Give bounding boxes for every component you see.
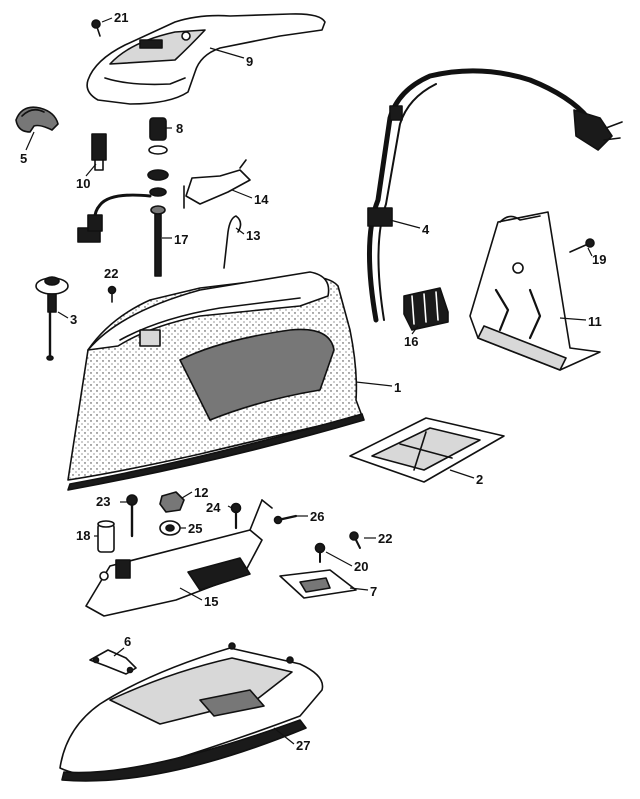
label-7: 7 [370, 584, 377, 599]
label-15: 15 [204, 594, 218, 609]
label-3: 3 [70, 312, 77, 327]
label-6: 6 [124, 634, 131, 649]
label-19: 19 [592, 252, 606, 267]
label-plate-part-2 [349, 417, 505, 483]
valve-rod-part-3 [35, 276, 69, 361]
handle-part-9 [86, 13, 326, 105]
label-27: 27 [296, 738, 310, 753]
leader-lines [25, 17, 593, 745]
soleplate-part-27 [59, 642, 324, 782]
clip-part-5 [15, 106, 59, 133]
label-12: 12 [194, 485, 208, 500]
label-16: 16 [404, 334, 418, 349]
label-8: 8 [176, 121, 183, 136]
label-2: 2 [476, 472, 483, 487]
screw-part-21 [91, 19, 101, 37]
bracket-part-14 [183, 159, 251, 209]
terminal-block-part-16 [403, 287, 449, 331]
bracket-part-6 [89, 649, 137, 675]
label-11: 11 [588, 314, 602, 329]
label-26: 26 [310, 509, 324, 524]
switch-wire [77, 193, 152, 243]
screw-part-26 [273, 514, 298, 525]
label-17: 17 [174, 232, 188, 247]
iron-housing-part-1 [67, 271, 365, 491]
label-25: 25 [188, 521, 202, 536]
label-9: 9 [246, 54, 253, 69]
screw-part-20 [314, 542, 326, 563]
switch-part-10 [91, 133, 107, 171]
callout-labels: 21 9 8 5 10 14 4 17 13 19 22 3 16 11 1 2… [20, 10, 606, 753]
label-5: 5 [20, 151, 27, 166]
label-24: 24 [206, 500, 221, 515]
label-1: 1 [394, 380, 401, 395]
thermostat-plate-part-15 [85, 499, 273, 617]
label-20: 20 [354, 559, 368, 574]
thermostat-knob-part-8 [147, 117, 169, 215]
washer-part-25 [159, 520, 181, 536]
label-22a: 22 [104, 266, 118, 281]
shaft-part-17 [154, 213, 162, 277]
label-18: 18 [76, 528, 90, 543]
screw-part-19 [569, 238, 595, 253]
label-10: 10 [76, 176, 90, 191]
nut-part-12 [159, 491, 185, 513]
screw-part-24 [230, 502, 242, 530]
screw-part-22-lower [349, 531, 361, 549]
screw-part-23 [126, 494, 138, 538]
label-23: 23 [96, 494, 110, 509]
label-13: 13 [246, 228, 260, 243]
label-22b: 22 [378, 531, 392, 546]
label-14: 14 [254, 192, 269, 207]
power-cord-part-4 [367, 68, 623, 323]
heel-rest-part-11 [469, 211, 601, 371]
label-21: 21 [114, 10, 128, 25]
spacer-part-18 [97, 520, 115, 553]
screw-part-22-upper [107, 285, 117, 303]
label-4: 4 [422, 222, 430, 237]
bracket-part-7 [279, 569, 357, 599]
wire-spring-part-13 [223, 215, 242, 269]
